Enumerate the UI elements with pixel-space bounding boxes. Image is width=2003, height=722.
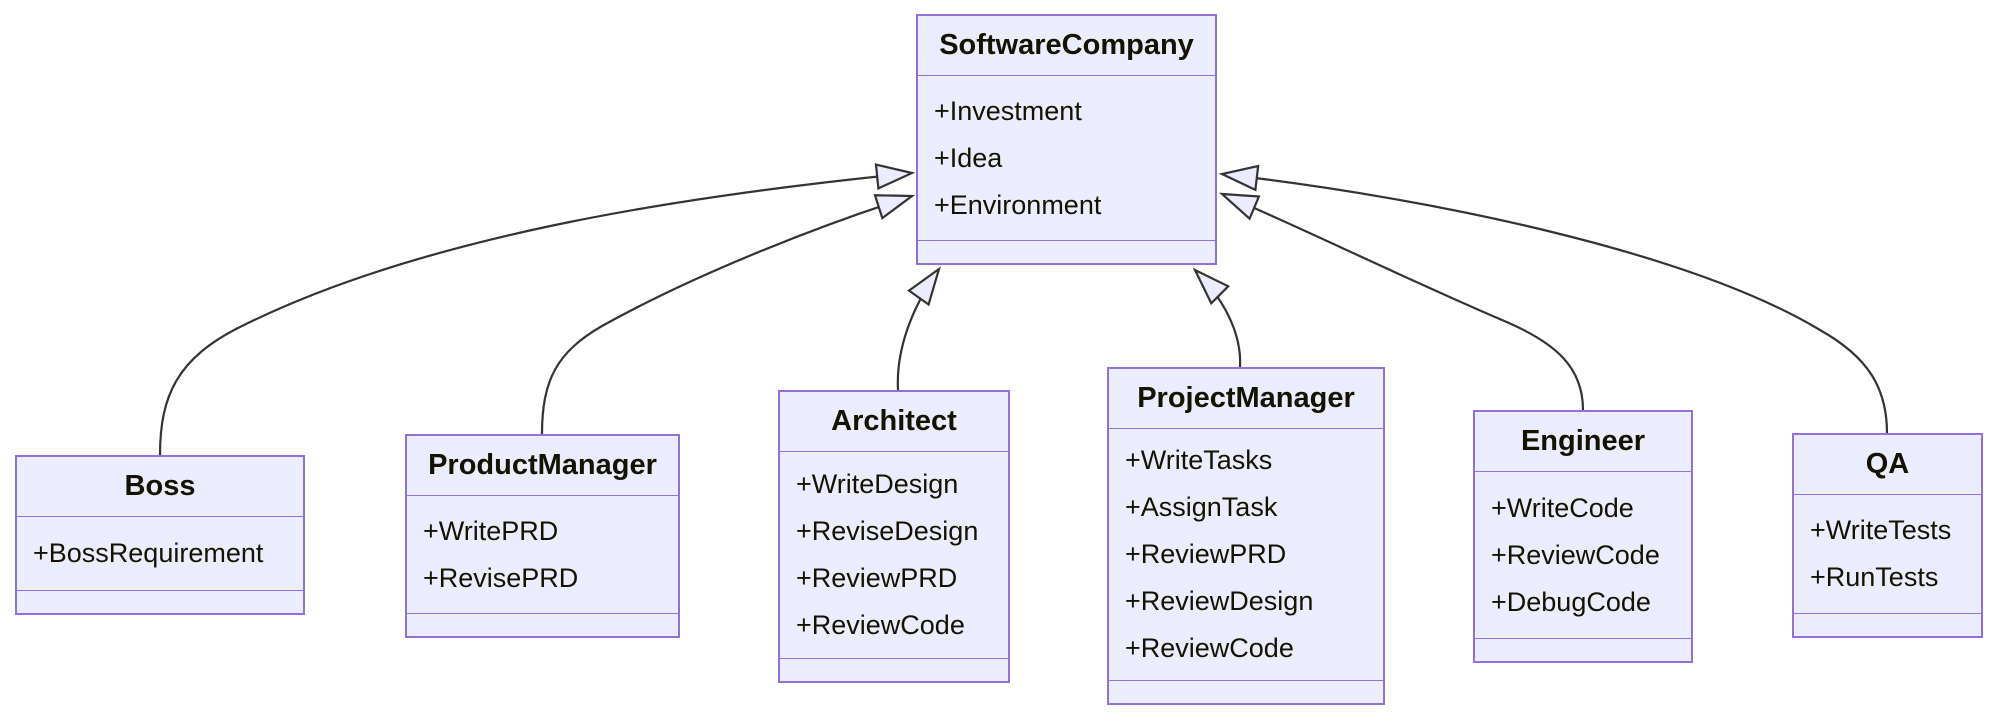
class-boss: Boss +BossRequirement (15, 455, 305, 615)
class-attribute: +ReviewDesign (1125, 586, 1314, 616)
class-attribute: +WriteDesign (796, 469, 959, 499)
class-attributes: +WritePRD +RevisePRD (407, 496, 678, 613)
class-attribute: +DebugCode (1491, 586, 1651, 617)
class-attributes: +BossRequirement (17, 517, 303, 590)
class-attributes: +WriteDesign +ReviseDesign +ReviewPRD +R… (780, 452, 1008, 658)
edge-architect-inheritance (896, 269, 939, 391)
class-attribute: +Investment (934, 95, 1082, 126)
class-attribute: +ReviewPRD (1125, 539, 1287, 569)
class-title: ProductManager (407, 436, 678, 496)
class-methods-empty (407, 613, 678, 636)
class-attribute: +ReviseDesign (796, 516, 979, 546)
class-attribute: +BossRequirement (33, 538, 264, 568)
class-qa: QA +WriteTests +RunTests (1792, 433, 1983, 638)
class-attribute: +ReviewCode (796, 610, 965, 640)
class-methods-empty (1794, 613, 1981, 636)
class-productmanager: ProductManager +WritePRD +RevisePRD (405, 434, 680, 638)
class-attribute: +AssignTask (1125, 492, 1278, 522)
class-attributes: +WriteTests +RunTests (1794, 495, 1981, 613)
class-attribute: +WriteCode (1491, 492, 1634, 523)
class-attribute: +ReviewCode (1125, 633, 1294, 663)
class-title: SoftwareCompany (918, 16, 1215, 76)
class-title: QA (1794, 435, 1981, 495)
class-attribute: +WritePRD (423, 515, 559, 546)
class-methods-empty (17, 590, 303, 613)
class-title: ProjectManager (1109, 369, 1383, 429)
class-methods-empty (1109, 680, 1383, 703)
class-architect: Architect +WriteDesign +ReviseDesign +Re… (778, 390, 1010, 683)
class-title: Architect (780, 392, 1008, 452)
class-projectmanager: ProjectManager +WriteTasks +AssignTask +… (1107, 367, 1385, 705)
class-attributes: +Investment +Idea +Environment (918, 76, 1215, 240)
class-attribute: +Idea (934, 142, 1003, 173)
class-methods-empty (1475, 638, 1691, 661)
class-methods-empty (780, 658, 1008, 681)
class-attribute: +Environment (934, 189, 1102, 220)
class-softwarecompany: SoftwareCompany +Investment +Idea +Envir… (916, 14, 1217, 265)
class-methods-empty (918, 240, 1215, 263)
class-title: Boss (17, 457, 303, 517)
edge-projectmanager-inheritance (1195, 270, 1242, 368)
class-engineer: Engineer +WriteCode +ReviewCode +DebugCo… (1473, 410, 1693, 663)
class-attributes: +WriteCode +ReviewCode +DebugCode (1475, 472, 1691, 638)
class-attribute: +RevisePRD (423, 562, 579, 593)
class-attribute: +RunTests (1810, 562, 1939, 592)
class-attribute: +WriteTasks (1125, 445, 1273, 475)
class-title: Engineer (1475, 412, 1691, 472)
class-attribute: +WriteTests (1810, 515, 1952, 545)
class-attribute: +ReviewPRD (796, 563, 958, 593)
class-attribute: +ReviewCode (1491, 539, 1660, 570)
class-attributes: +WriteTasks +AssignTask +ReviewPRD +Revi… (1109, 429, 1383, 680)
